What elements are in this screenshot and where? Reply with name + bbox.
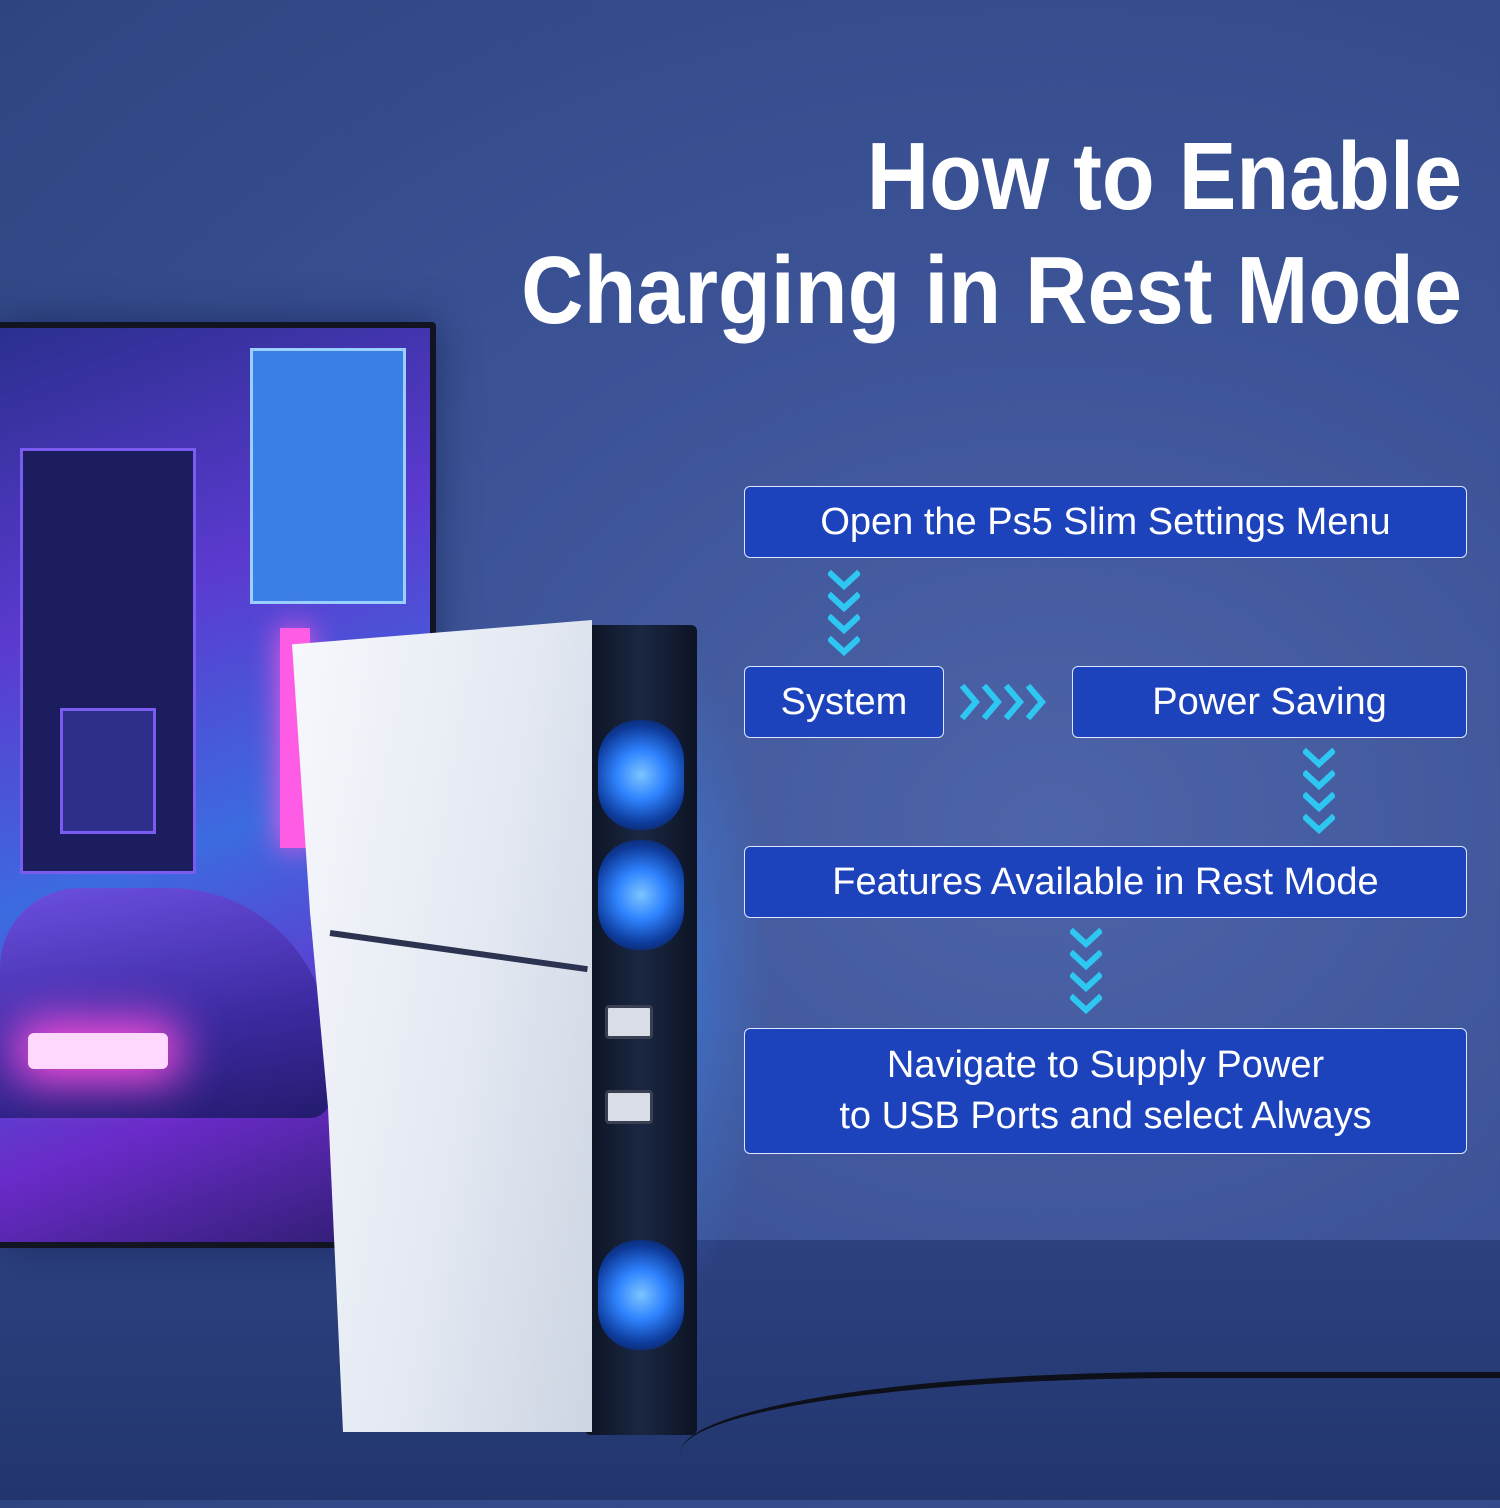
step-label: Features Available in Rest Mode xyxy=(832,860,1379,903)
step-label-line-2: to USB Ports and select Always xyxy=(839,1095,1372,1137)
step-navigate-supply-power: Navigate to Supply Power to USB Ports an… xyxy=(744,1028,1467,1154)
usb-port xyxy=(605,1005,653,1039)
chevron-down-icon xyxy=(1070,927,1102,1015)
step-label: System xyxy=(780,680,908,723)
usb-cable xyxy=(680,1372,1500,1508)
neon-building xyxy=(250,348,406,604)
neon-car xyxy=(0,888,330,1118)
step-label-line-1: Navigate to Supply Power xyxy=(886,1044,1325,1086)
cooling-fan xyxy=(598,720,684,830)
chevron-down-icon xyxy=(828,569,860,657)
chevron-right-icon xyxy=(959,684,1046,720)
ps5-slim-console xyxy=(292,620,592,1432)
cooling-fan xyxy=(598,840,684,950)
step-system: System xyxy=(744,666,944,738)
step-label: Open the Ps5 Slim Settings Menu xyxy=(820,500,1391,543)
chevron-down-icon xyxy=(1303,747,1335,835)
car-light xyxy=(28,1033,168,1069)
step-power-saving: Power Saving xyxy=(1072,666,1467,738)
cooling-fan xyxy=(598,1240,684,1350)
title-line-1: How to Enable xyxy=(866,123,1462,230)
usb-port xyxy=(605,1090,653,1124)
step-label: Power Saving xyxy=(1152,680,1387,723)
step-features-rest-mode: Features Available in Rest Mode xyxy=(744,846,1467,918)
poster xyxy=(60,708,156,834)
step-open-settings: Open the Ps5 Slim Settings Menu xyxy=(744,486,1467,558)
page-title: How to Enable Charging in Rest Mode xyxy=(517,120,1462,348)
title-line-2: Charging in Rest Mode xyxy=(521,237,1462,344)
